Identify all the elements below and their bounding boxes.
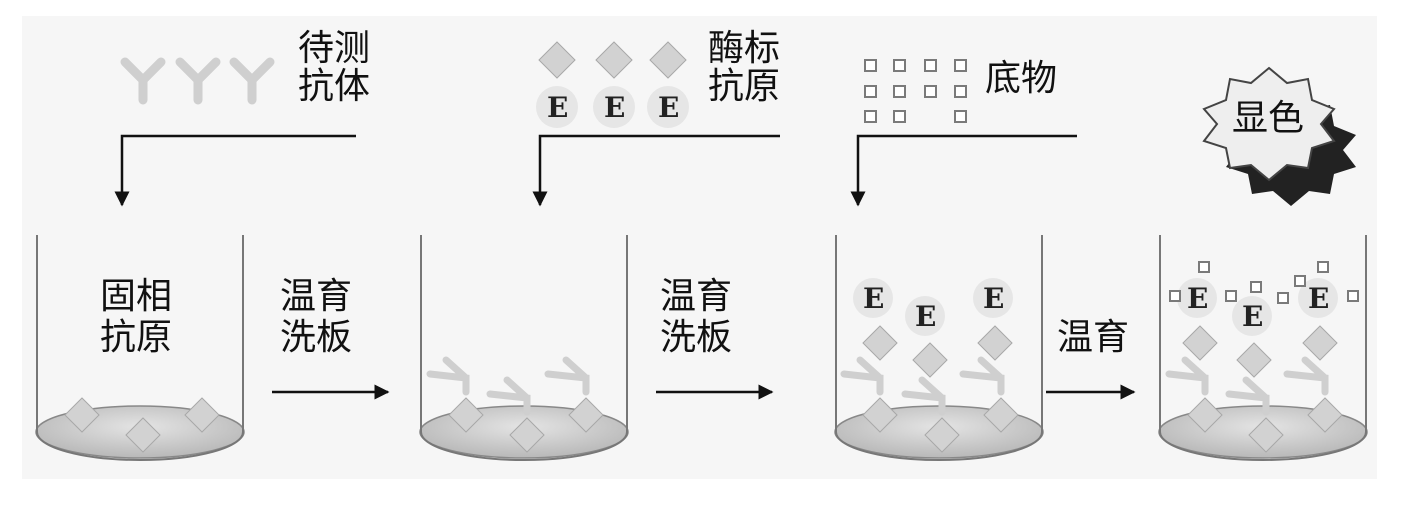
well-4: E E E bbox=[1158, 235, 1368, 461]
test-antibody-label-line1: 待测 bbox=[298, 28, 370, 69]
well-2 bbox=[419, 235, 629, 461]
antigen-diamond bbox=[595, 41, 633, 79]
arrow-add-antibody bbox=[114, 134, 356, 207]
step2-label-line2: 洗板 bbox=[660, 317, 732, 358]
step1-label-line1: 温育 bbox=[280, 276, 352, 317]
step1-label-line2: 洗板 bbox=[280, 317, 352, 358]
enzyme-label: E bbox=[983, 282, 1004, 315]
solid-antigen-label-line2: 抗原 bbox=[100, 317, 172, 358]
enzyme-label: E bbox=[547, 91, 568, 124]
substrate-icons bbox=[864, 59, 967, 123]
enzyme-antigen-label-line2: 抗原 bbox=[708, 66, 780, 107]
test-antibody-label-line2: 抗体 bbox=[298, 66, 370, 107]
enzyme-circle bbox=[647, 86, 689, 128]
antigen-diamond bbox=[538, 41, 576, 79]
product-squares bbox=[1169, 261, 1359, 304]
enzyme-antigen-icons: E E E bbox=[536, 41, 689, 128]
enzyme-circle bbox=[593, 86, 635, 128]
arrow-add-enzyme-antigen bbox=[532, 134, 780, 207]
enzyme-label: E bbox=[604, 91, 625, 124]
antigen-diamond bbox=[649, 41, 687, 79]
substrate-label: 底物 bbox=[985, 58, 1057, 99]
well-1 bbox=[35, 235, 245, 461]
add-reagent-arrows bbox=[114, 134, 1077, 207]
background-panel bbox=[22, 16, 1377, 479]
enzyme-circle bbox=[536, 86, 578, 128]
enzyme-antigen-label-line1: 酶标 bbox=[708, 28, 780, 69]
arrow-add-substrate bbox=[850, 134, 1077, 207]
enzyme-label: E bbox=[915, 300, 936, 333]
color-label: 显色 bbox=[1232, 98, 1304, 139]
color-burst-icon bbox=[1202, 66, 1356, 206]
antibody-icons bbox=[120, 57, 275, 105]
step2-label-line1: 温育 bbox=[660, 276, 732, 317]
enzyme-label: E bbox=[1242, 300, 1263, 333]
well-3: E E E bbox=[834, 235, 1044, 461]
enzyme-label: E bbox=[863, 282, 884, 315]
enzyme-label: E bbox=[1187, 282, 1208, 315]
enzyme-label: E bbox=[1308, 282, 1329, 315]
solid-antigen-label-line1: 固相 bbox=[100, 276, 172, 317]
step3-label: 温育 bbox=[1057, 317, 1129, 358]
enzyme-label: E bbox=[658, 91, 679, 124]
